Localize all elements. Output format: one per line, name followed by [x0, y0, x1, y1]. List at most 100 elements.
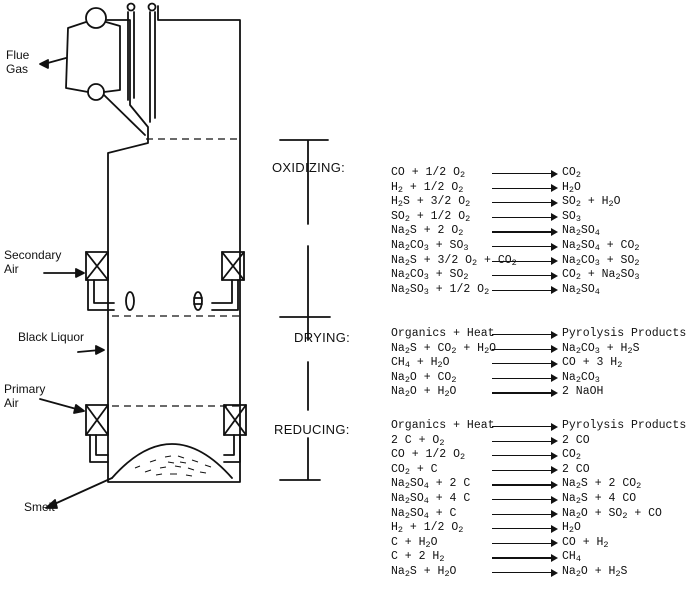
- reaction-arrow: [492, 523, 558, 535]
- reaction-products: SO2 + H2O: [562, 195, 621, 210]
- reaction-reactants: Na2S + H2O: [391, 565, 457, 579]
- reaction-products: SO3: [562, 209, 581, 224]
- secondary-air-label-line1: Secondary: [4, 248, 62, 262]
- secondary-air-duct-right: [211, 279, 239, 311]
- reaction-products: Na2CO3 + H2S: [562, 341, 640, 356]
- reaction-arrow: [492, 538, 558, 549]
- reaction-reactants: Organics + Heat: [391, 327, 495, 340]
- black-liquor-label: Black Liquor: [18, 330, 85, 344]
- reaction-products: Na2SO4 + CO2: [562, 239, 640, 253]
- reaction-reactants: Na2CO3 + SO2: [391, 268, 469, 283]
- secondary-air-port-left: [85, 251, 109, 281]
- reaction-arrow: [492, 197, 558, 209]
- reaction-arrow: [492, 436, 558, 447]
- zone-dimension-line: [279, 139, 331, 481]
- reaction-reactants: Na2S + 3/2 O2 + CO2: [391, 253, 517, 268]
- liquor-gun-left: [125, 291, 135, 311]
- reaction-reactants: CH4 + H2O: [391, 356, 450, 371]
- reaction-products: H2O: [562, 180, 581, 195]
- reaction-arrow: [492, 270, 558, 282]
- reaction-arrow: [492, 552, 558, 564]
- furnace-shell: [106, 5, 241, 483]
- reaction-products: Na2S + 4 CO: [562, 492, 637, 506]
- reaction-products: CO + H2: [562, 535, 609, 550]
- reaction-arrow: [492, 567, 558, 578]
- reaction-reactants: Na2SO4 + C: [391, 506, 457, 521]
- char-bed-texture: [134, 455, 212, 477]
- reaction-reactants: C + H2O: [391, 535, 438, 550]
- reaction-products: Pyrolysis Products: [562, 327, 687, 340]
- reaction-reactants: Organics + Heat: [391, 419, 495, 432]
- reaction-reactants: Na2S + 2 O2: [391, 224, 464, 239]
- primary-air-port-right: [223, 404, 247, 436]
- reaction-reactants: H2S + 3/2 O2: [391, 195, 471, 210]
- reaction-products: 2 CO: [562, 462, 590, 476]
- primary-air-arrow: [39, 398, 81, 411]
- reaction-arrow: [492, 509, 558, 520]
- reaction-arrow: [492, 212, 558, 223]
- reaction-arrow: [492, 241, 558, 252]
- reaction-products: Na2S + 2 CO2: [562, 477, 642, 492]
- primary-air-label: Primary Air: [4, 382, 45, 410]
- reaction-products: CO2 + Na2SO3: [562, 268, 640, 283]
- riser-tubes: [103, 11, 156, 136]
- reaction-arrow: [492, 285, 558, 296]
- reaction-reactants: CO + 1/2 O2: [391, 448, 466, 463]
- reaction-products: 2 NaOH: [562, 385, 604, 399]
- reaction-arrow: [492, 329, 558, 340]
- reaction-products: CH4: [562, 550, 581, 565]
- secondary-air-label: Secondary Air: [4, 248, 61, 276]
- reaction-arrow: [492, 168, 558, 179]
- reaction-products: Na2O + SO2 + CO: [562, 506, 662, 521]
- secondary-air-duct-left: [87, 279, 115, 311]
- primary-air-duct-left: [89, 434, 109, 463]
- zone-label-reducing: REDUCING:: [274, 422, 350, 437]
- reaction-products: CO2: [562, 448, 581, 463]
- char-bed: [111, 443, 233, 479]
- reaction-arrow: [492, 226, 558, 238]
- reaction-arrow: [492, 421, 558, 432]
- flue-gas-label-line2: Gas: [6, 62, 29, 76]
- zone-label-oxidizing: OXIDIZING:: [272, 160, 346, 175]
- mud-drum: [87, 83, 105, 101]
- flue-gas-label: Flue Gas: [6, 48, 29, 76]
- reaction-products: CO2: [562, 166, 581, 180]
- primary-air-label-line2: Air: [4, 396, 19, 410]
- reaction-products: Na2CO3 + SO2: [562, 253, 640, 268]
- primary-air-duct-right: [223, 434, 241, 463]
- reaction-products: Na2SO4: [562, 282, 600, 297]
- reaction-arrow: [492, 387, 558, 399]
- secondary-air-port-right: [221, 251, 245, 281]
- valve-2: [147, 2, 157, 12]
- reaction-reactants: H2 + 1/2 O2: [391, 180, 464, 195]
- reaction-products: Na2CO3: [562, 370, 600, 385]
- reaction-reactants: H2 + 1/2 O2: [391, 521, 464, 536]
- reaction-reactants: Na2SO4 + 2 C: [391, 477, 471, 492]
- reaction-arrow: [492, 479, 558, 491]
- boiler-bank: [65, 21, 121, 93]
- reaction-reactants: Na2O + H2O: [391, 385, 457, 400]
- valve-1: [126, 2, 136, 12]
- reaction-products: 2 CO: [562, 433, 590, 447]
- zone-label-drying: DRYING:: [294, 330, 351, 345]
- reaction-products: Pyrolysis Products: [562, 419, 687, 432]
- reaction-reactants: Na2SO4 + 4 C: [391, 492, 471, 506]
- reaction-reactants: C + 2 H2: [391, 550, 445, 565]
- reaction-arrow: [492, 465, 558, 476]
- reaction-arrow: [492, 344, 558, 355]
- flue-gas-label-line1: Flue: [6, 48, 30, 62]
- reaction-reactants: SO2 + 1/2 O2: [391, 209, 471, 224]
- reaction-reactants: 2 C + O2: [391, 433, 445, 448]
- reaction-arrow: [492, 450, 558, 462]
- reaction-products: Na2SO4: [562, 224, 600, 239]
- smelt-label: Smelt: [24, 500, 55, 514]
- reaction-reactants: CO2 + C: [391, 462, 438, 477]
- reaction-products: CO + 3 H2: [562, 356, 623, 371]
- reaction-arrow: [492, 494, 558, 505]
- reaction-products: Na2O + H2S: [562, 565, 628, 579]
- secondary-air-label-line2: Air: [4, 262, 19, 276]
- reaction-reactants: Na2SO3 + 1/2 O2: [391, 282, 490, 297]
- reaction-arrow: [492, 373, 558, 384]
- reaction-arrow: [492, 256, 558, 267]
